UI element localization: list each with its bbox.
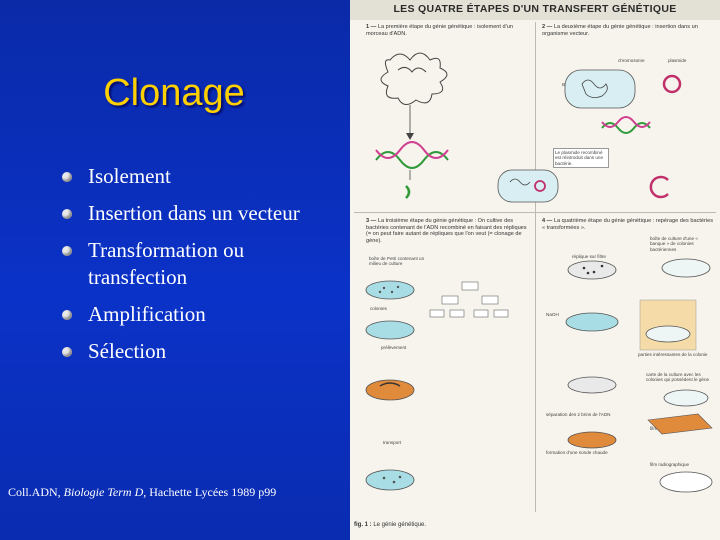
label-film: film radiographique — [650, 462, 690, 467]
velvet-stamp-icon — [365, 379, 415, 401]
naoh-dish-icon — [565, 312, 619, 332]
highlight-box — [639, 299, 697, 351]
figure-caption: fig. 1 : Le génie génétique. — [354, 522, 427, 528]
bullet-text: Isolement — [88, 164, 171, 188]
figure-divider-horizontal — [354, 212, 716, 213]
probe-dish-icon — [567, 431, 617, 449]
figure-divider-vertical — [535, 22, 536, 512]
filter-icon — [567, 260, 617, 280]
plasmid-icon — [662, 74, 682, 94]
bullet-item: Transformation ou transfection — [62, 237, 332, 291]
bullet-dot-icon — [62, 209, 72, 219]
petri-dish-icon — [365, 320, 415, 340]
bullet-item: Sélection — [62, 338, 332, 365]
label-plasmide-recombine: Le plasmide recombiné est réintroduit da… — [553, 148, 609, 169]
label-sonde: formation d'une sonde chaude — [546, 450, 608, 455]
slide-title: Clonage — [103, 72, 245, 114]
label-plasmide: plasmide — [668, 58, 687, 63]
film-icon — [647, 413, 713, 435]
bullet-dot-icon — [62, 172, 72, 182]
label-carte: carte de la culture avec les colonies qu… — [646, 372, 710, 383]
figure-title: LES QUATRE ÉTAPES D'UN TRANSFERT GÉNÉTIQ… — [393, 3, 677, 15]
radiography-dish-icon — [659, 471, 713, 493]
label-parties-colonie: parties intéressantes de la colonie — [638, 352, 708, 357]
bullet-dot-icon — [62, 246, 72, 256]
bullet-item: Isolement — [62, 163, 332, 190]
bullet-item: Amplification — [62, 301, 332, 328]
step3-text: 3 — La troisième étape du génie génétiqu… — [366, 218, 527, 244]
bullet-text: Sélection — [88, 339, 167, 363]
arrow-head-icon — [406, 133, 414, 140]
label-chromosome: chromosome — [618, 58, 645, 63]
bullet-text: Amplification — [88, 302, 206, 326]
step1-text: 1 — La première étape du génie génétique… — [366, 24, 513, 37]
step4-text: 4 — La quatrième étape du génie génétiqu… — [542, 218, 714, 231]
chromosome-drawing — [380, 52, 448, 105]
map-dish-icon — [663, 389, 709, 407]
figure-illustrations — [365, 52, 713, 493]
filter-icon — [567, 376, 617, 394]
citation: Coll.ADN, Biologie Term D, Hachette Lycé… — [8, 485, 276, 500]
dna-helix-drawing — [375, 141, 449, 169]
label-transport: transport — [383, 440, 402, 445]
label-replique-filtre: réplique sur filtre — [572, 254, 606, 259]
bullet-text: Transformation ou transfection — [88, 238, 245, 289]
citation-prefix: Coll.ADN, — [8, 485, 64, 499]
culture-dish-icon — [661, 258, 711, 278]
gene-transfer-figure: LES QUATRE ÉTAPES D'UN TRANSFERT GÉNÉTIQ… — [350, 0, 720, 540]
step2-text: 2 — La deuxième étape du génie génétique… — [542, 24, 698, 37]
bullet-text: Insertion dans un vecteur — [88, 201, 300, 225]
label-separation: séparation des 2 brins de l'ADN — [546, 412, 611, 417]
citation-book: Biologie Term D, — [63, 485, 147, 499]
figure-header — [350, 0, 720, 20]
bullet-dot-icon — [62, 347, 72, 357]
label-prelevement: prélèvement — [381, 345, 407, 350]
replica-tree-drawing — [429, 281, 509, 318]
label-naoh: NaOH — [546, 312, 559, 317]
open-plasmid-icon — [649, 175, 669, 199]
dna-fragment-icon — [405, 185, 411, 199]
citation-suffix: Hachette Lycées 1989 p99 — [146, 485, 277, 499]
recombinant-bacterium-drawing — [497, 169, 559, 203]
label-colonies: colonies — [370, 306, 387, 311]
label-boite-culture: boîte de culture d'une « banque » de col… — [650, 236, 698, 252]
bacterium-drawing — [564, 69, 636, 109]
label-boite-petri: boîte de Petri contenant un milieu de cu… — [369, 256, 425, 267]
petri-dish-icon — [365, 280, 415, 300]
petri-dish-icon — [365, 469, 415, 491]
bullet-list: Isolement Insertion dans un vecteur Tran… — [62, 163, 332, 375]
bullet-dot-icon — [62, 310, 72, 320]
bullet-item: Insertion dans un vecteur — [62, 200, 332, 227]
